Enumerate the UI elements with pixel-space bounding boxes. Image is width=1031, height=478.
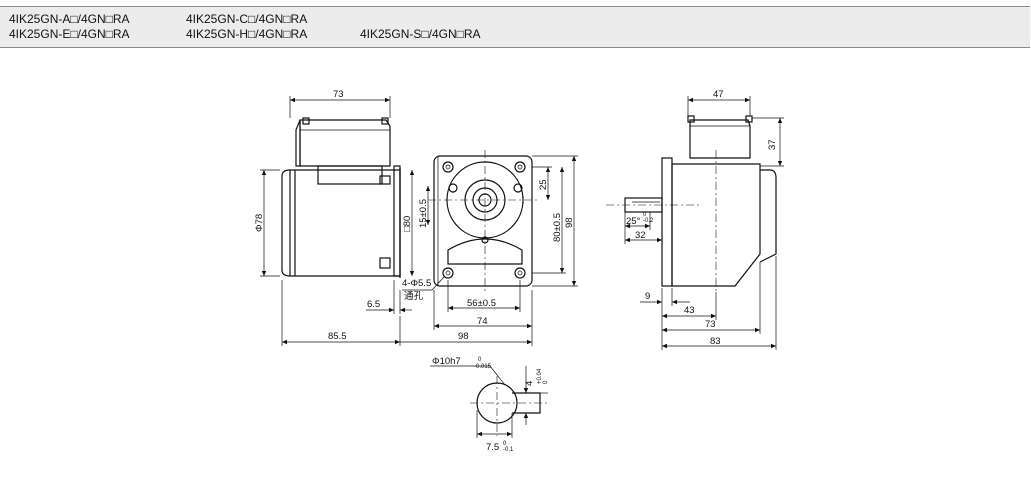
motor-side-view: [281, 117, 401, 278]
dim-4: 4: [524, 381, 535, 386]
dim-through-hole: 通孔: [404, 291, 424, 302]
dim-9: 9: [645, 291, 650, 302]
model-label: 4IK25GN-E□/4GN□RA: [9, 27, 130, 41]
model-label: 4IK25GN-A□/4GN□RA: [9, 12, 130, 26]
dim-32: 32: [635, 230, 646, 241]
dim-98-horizontal: 98: [458, 331, 469, 342]
model-label: 4IK25GN-S□/4GN□RA: [360, 27, 481, 41]
front-dimensions: 73 Φ78 □80 15±0.5 25 80±0.5 98 4-Φ5.5 通孔: [254, 89, 578, 346]
dim-7-5-tol-lower: -0.1: [503, 447, 514, 453]
dim-74: 74: [477, 316, 488, 327]
dim-25-deg: 25°: [626, 216, 641, 227]
dim-phi10-tol-upper: 0: [478, 357, 482, 363]
dim-phi10: Φ10h7: [432, 356, 461, 367]
dim-25: 25: [538, 179, 549, 190]
dim-7-5-tol-upper: 0: [503, 441, 507, 447]
dim-43: 43: [684, 305, 695, 316]
dim-25-tol-lower: -0.2: [643, 218, 654, 224]
dim-holes: 4-Φ5.5: [402, 278, 431, 289]
dim-sq80: □80: [402, 216, 413, 232]
dim-15: 15±0.5: [418, 199, 429, 228]
dim-98-vertical: 98: [564, 217, 575, 228]
dim-37: 37: [767, 139, 778, 150]
model-header-bar: 4IK25GN-A□/4GN□RA 4IK25GN-C□/4GN□RA 4IK2…: [0, 6, 1030, 48]
gearhead-side-view: [606, 115, 777, 292]
dim-85-5: 85.5: [328, 331, 347, 342]
model-label: 4IK25GN-H□/4GN□RA: [186, 27, 308, 41]
gearhead-front-view: [428, 150, 540, 292]
side-dimensions: 47 37 25° 0 -0.2 32 9 43 73 83: [624, 89, 784, 350]
shaft-detail: Φ10h7 0 -0.015 4 +0.04 0 7.5 0 -0.1: [430, 356, 549, 453]
dim-83: 83: [710, 336, 721, 347]
dim-phi10-tol-lower: -0.015: [474, 364, 492, 370]
dim-73: 73: [333, 89, 344, 100]
dim-6-5: 6.5: [367, 299, 380, 310]
model-label: 4IK25GN-C□/4GN□RA: [186, 12, 308, 26]
dim-25-tol-upper: 0: [643, 212, 647, 218]
dim-47: 47: [713, 89, 724, 100]
dim-side-73: 73: [705, 319, 716, 330]
dim-80: 80±0.5: [552, 213, 563, 242]
dim-56: 56±0.5: [467, 298, 496, 309]
dim-4-tol-upper: +0.04: [537, 368, 543, 384]
dim-phi78: Φ78: [254, 214, 265, 232]
dim-7-5: 7.5: [486, 442, 499, 453]
dim-4-tol-lower: 0: [543, 380, 549, 384]
